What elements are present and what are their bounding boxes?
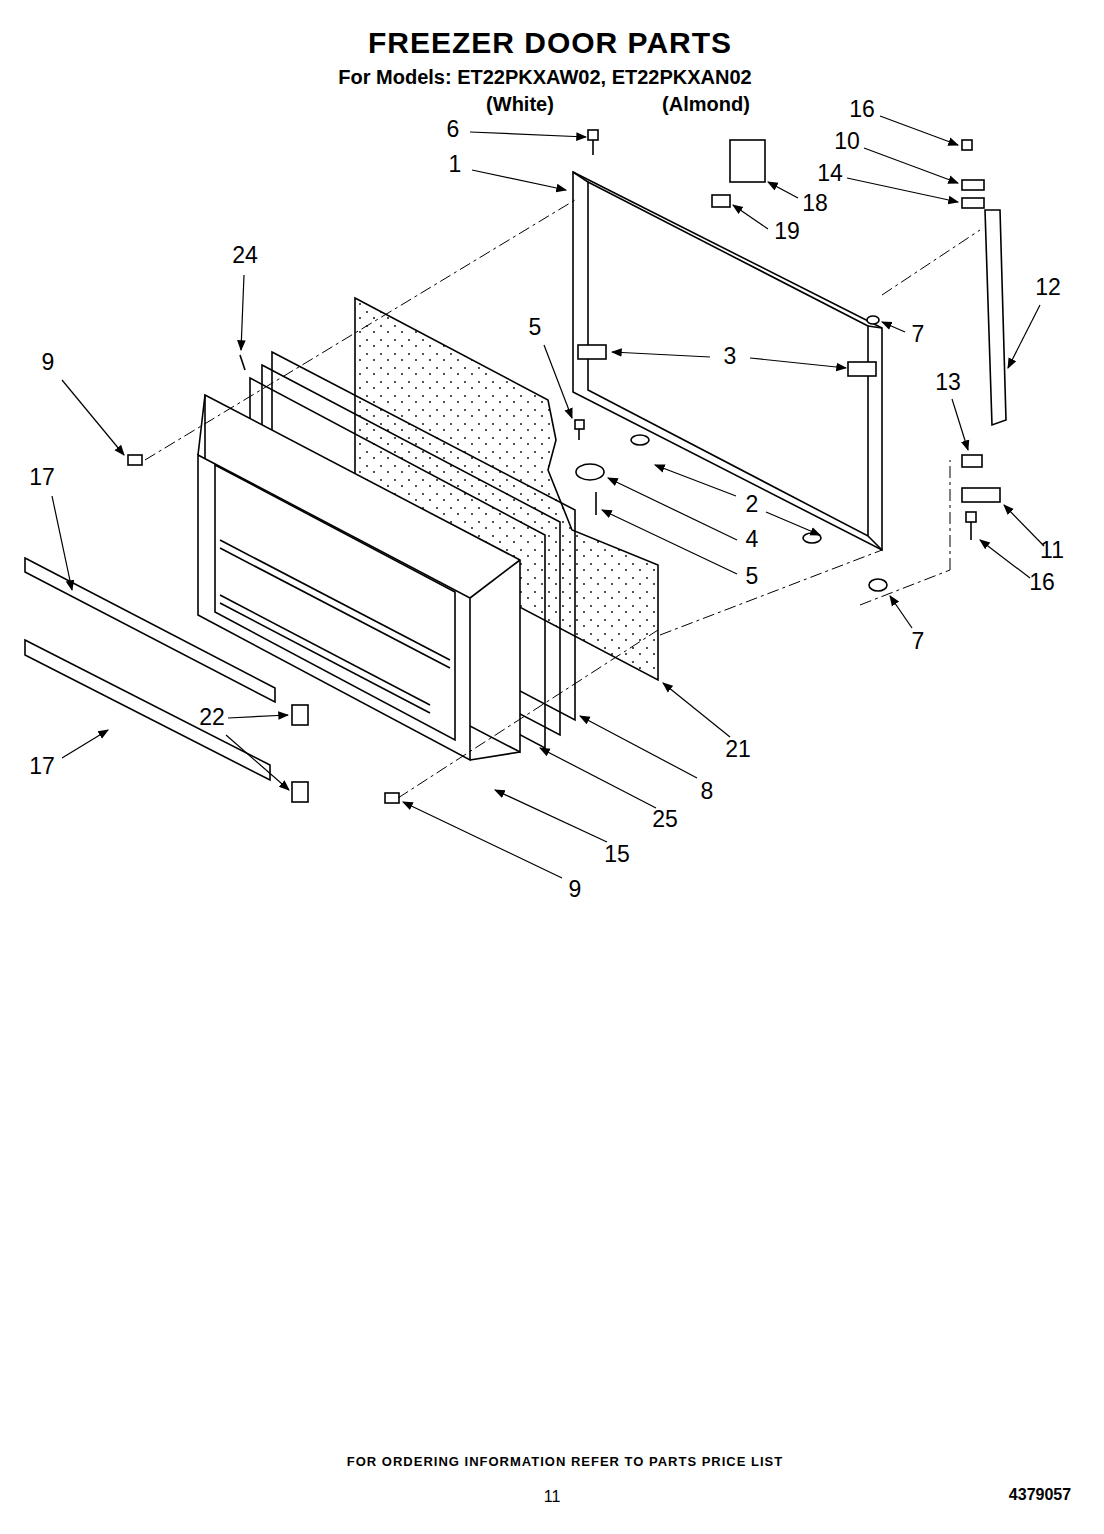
- callout-number: 6: [447, 117, 460, 142]
- callout-number: 21: [725, 737, 751, 762]
- assembly-line: [145, 200, 980, 798]
- color-note: (Almond): [662, 93, 750, 115]
- callout-number: 25: [652, 807, 678, 832]
- callout-number: 14: [817, 161, 843, 186]
- door-assembly: [25, 130, 1006, 803]
- model-line: For Models: ET22PKXAW02, ET22PKXAN02: [338, 66, 751, 88]
- callout-number: 3: [724, 344, 737, 369]
- callout-number: 11: [1040, 538, 1064, 563]
- footer-note: FOR ORDERING INFORMATION REFER TO PARTS …: [347, 1455, 783, 1469]
- callout-number: 4: [746, 527, 759, 552]
- callout-number: 7: [912, 322, 925, 347]
- callout-number: 18: [802, 191, 828, 216]
- leader-lines: [52, 116, 1044, 878]
- callout-number: 13: [935, 370, 961, 395]
- callout-number: 24: [232, 243, 258, 268]
- callout-number: 17: [29, 465, 55, 490]
- color-note: (White): [486, 93, 554, 115]
- callout-number: 9: [42, 350, 55, 375]
- callout-number: 7: [912, 629, 925, 654]
- title: FREEZER DOOR PARTS: [368, 26, 732, 59]
- callout-number: 5: [529, 315, 542, 340]
- callout-number: 16: [1029, 570, 1055, 595]
- callout-number: 12: [1035, 275, 1061, 300]
- callout-number: 15: [604, 842, 630, 867]
- callout-number: 2: [746, 492, 759, 517]
- callout-number: 5: [746, 564, 759, 589]
- page-number: 11: [544, 1488, 561, 1506]
- callout-number: 22: [199, 705, 225, 730]
- callout-number: 19: [774, 219, 800, 244]
- callout-number: 17: [29, 754, 55, 779]
- callout-number: 1: [449, 152, 462, 177]
- callout-number: 9: [569, 877, 582, 902]
- callout-number: 10: [834, 129, 860, 154]
- document-number: 4379057: [1009, 1486, 1071, 1504]
- callout-number: 16: [849, 97, 875, 122]
- callout-number: 8: [701, 779, 714, 804]
